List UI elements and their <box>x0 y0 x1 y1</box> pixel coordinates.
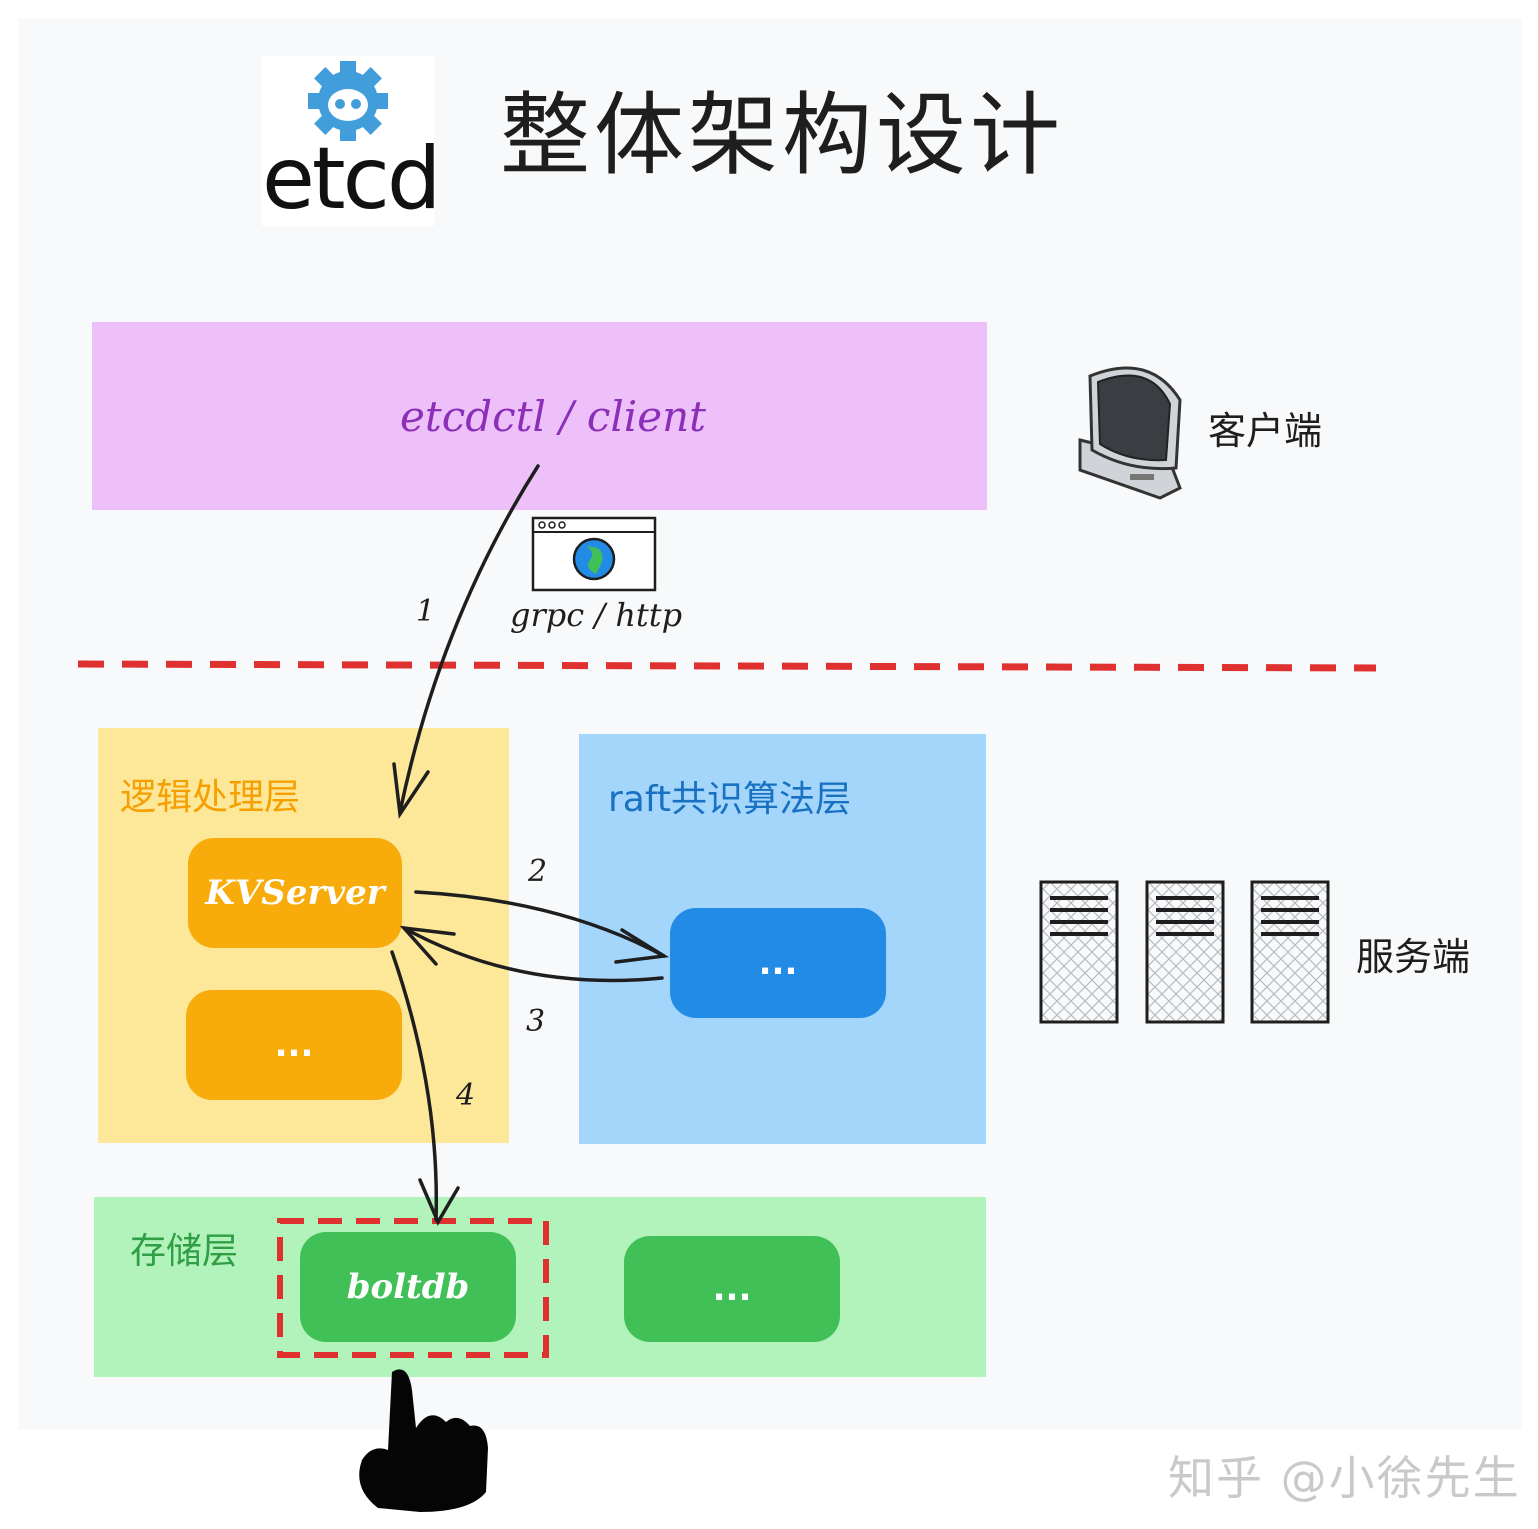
watermark: 知乎 @小徐先生 <box>1168 1451 1521 1505</box>
client-side-label: 客户端 <box>1208 409 1323 453</box>
etcd-logo: etcd <box>262 56 442 229</box>
raft-layer-label: raft共识算法层 <box>608 779 852 820</box>
storage-more-node: ... <box>624 1236 840 1342</box>
step-1-label: 1 <box>416 594 436 629</box>
logic-more-node: ... <box>186 990 402 1100</box>
step-3-label: 3 <box>526 1004 546 1039</box>
boltdb-node: boltdb <box>300 1232 516 1342</box>
step-2-label: 2 <box>528 854 548 889</box>
page-title: 整体架构设计 <box>500 83 1064 188</box>
protocol-label: grpc / http <box>510 596 683 634</box>
client-layer-label: etcdctl / client <box>400 392 706 441</box>
logo-text: etcd <box>262 129 442 229</box>
server-side-label: 服务端 <box>1356 935 1471 979</box>
kvserver-node: KVServer <box>188 838 402 948</box>
etcd-gear-icon <box>308 61 388 141</box>
logic-layer-label: 逻辑处理层 <box>120 777 301 818</box>
raft-more-node: ... <box>670 908 886 1018</box>
storage-layer-label: 存储层 <box>130 1231 239 1272</box>
storage-layer <box>94 1197 986 1377</box>
step-4-label: 4 <box>456 1078 476 1113</box>
diagram-canvas <box>18 18 1522 1430</box>
